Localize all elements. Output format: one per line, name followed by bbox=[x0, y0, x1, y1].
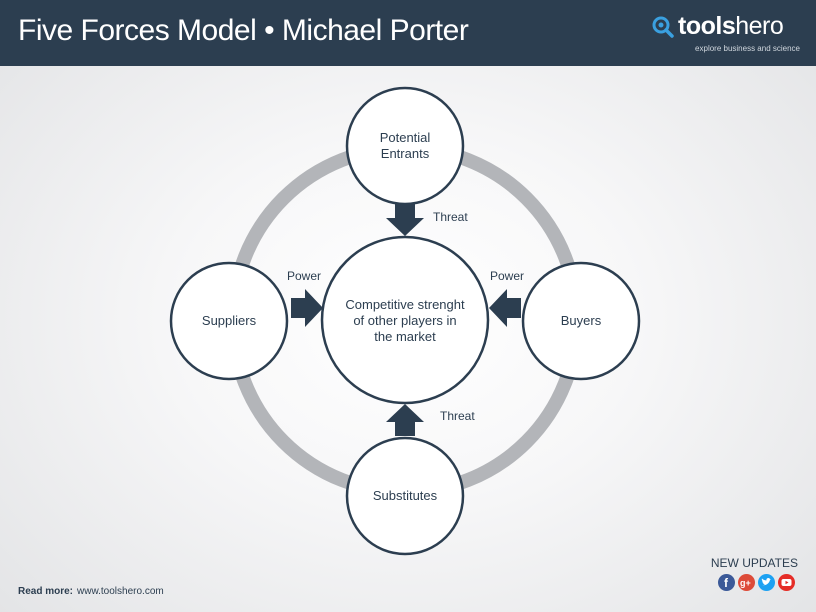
node-label-suppliers: Suppliers bbox=[201, 313, 257, 328]
brand-name: toolshero bbox=[678, 12, 784, 41]
node-label-substitutes: Substitutes bbox=[372, 488, 438, 503]
magnifier-gear-icon bbox=[652, 16, 674, 38]
header-bar: Five Forces Model • Michael Porter tools… bbox=[0, 0, 816, 66]
svg-text:f: f bbox=[724, 576, 729, 590]
node-center bbox=[320, 235, 490, 405]
facebook-icon[interactable]: f bbox=[718, 574, 735, 591]
node-label-center: Competitive strenght of other players in… bbox=[345, 297, 465, 344]
brand-logo[interactable]: toolshero explore business and science bbox=[652, 12, 802, 56]
arrow-label-left: Power bbox=[287, 269, 322, 283]
arrow-label-right: Power bbox=[490, 269, 525, 283]
arrow-left-power bbox=[489, 289, 521, 327]
twitter-icon[interactable] bbox=[758, 574, 775, 591]
brand-name-light: hero bbox=[735, 12, 784, 40]
read-more-link[interactable]: www.toolshero.com bbox=[77, 586, 164, 597]
arrow-down-threat bbox=[386, 204, 424, 236]
new-updates: NEW UPDATES f g+ bbox=[708, 556, 798, 596]
node-substitutes bbox=[345, 436, 465, 556]
five-forces-diagram bbox=[169, 86, 641, 556]
node-label-buyers: Buyers bbox=[560, 313, 602, 328]
node-label-potential-entrants: Potential Entrants bbox=[379, 130, 431, 161]
node-buyers bbox=[521, 261, 641, 381]
arrow-right-power bbox=[291, 289, 323, 327]
read-more-label: Read more: bbox=[18, 586, 74, 597]
google-plus-icon[interactable]: g+ bbox=[738, 574, 755, 591]
page-title: Five Forces Model • Michael Porter bbox=[18, 14, 469, 47]
arrow-up-threat bbox=[386, 404, 424, 436]
brand-name-bold: tools bbox=[678, 12, 736, 40]
youtube-icon[interactable] bbox=[778, 574, 795, 591]
brand-tagline: explore business and science bbox=[695, 44, 800, 53]
new-updates-label: NEW UPDATES bbox=[710, 556, 798, 570]
node-suppliers bbox=[169, 261, 289, 381]
read-more: Read more:www.toolshero.com bbox=[18, 586, 164, 597]
arrow-label-top: Threat bbox=[433, 210, 468, 224]
arrow-label-bottom: Threat bbox=[440, 409, 475, 423]
svg-text:g+: g+ bbox=[740, 578, 751, 588]
